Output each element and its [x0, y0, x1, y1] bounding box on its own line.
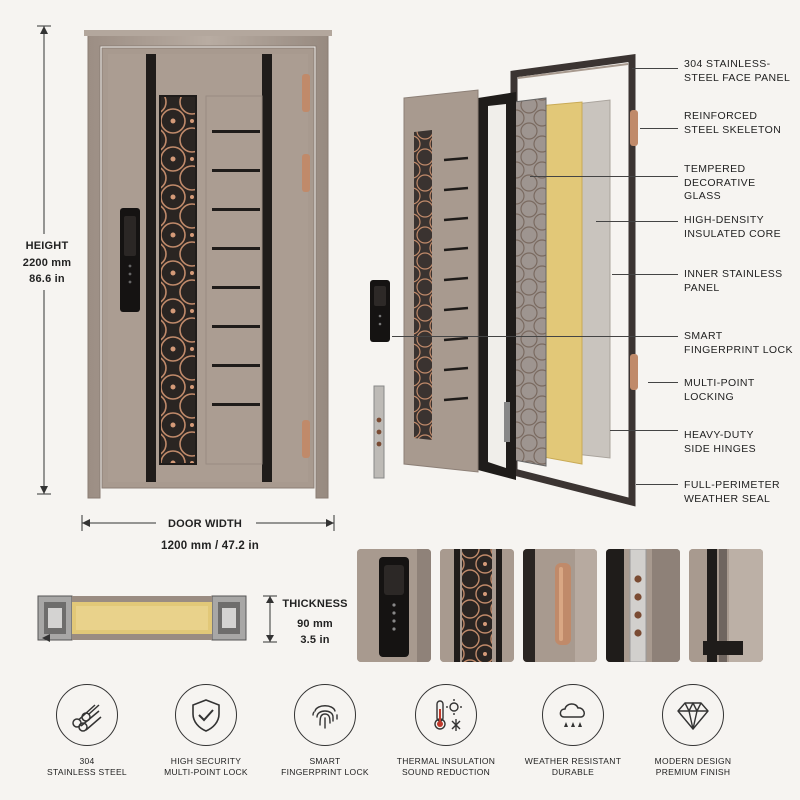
- feature-label: HIGH SECURITY: [170, 756, 242, 766]
- callout-face-panel: 304 STAINLESS- STEEL FACE PANEL: [684, 58, 794, 85]
- callout-line-seal: [636, 484, 678, 485]
- thickness-dimension-line: [263, 595, 277, 643]
- diamond-icon: [677, 702, 709, 730]
- callout-text: LOCKING: [684, 390, 735, 403]
- detail-multipoint-illustration: [606, 549, 680, 662]
- callout-line-lock: [392, 336, 678, 337]
- height-dimension-text: HEIGHT 2200 mm 86.6 in: [10, 238, 84, 288]
- callout-text: FINGERPRINT LOCK: [684, 343, 793, 356]
- feature-circle: [415, 684, 477, 746]
- feature-label: 304: [79, 756, 95, 766]
- callout-line-skeleton: [640, 128, 678, 129]
- feature-circle: [294, 684, 356, 746]
- callout-text: SIDE HINGES: [684, 442, 757, 455]
- detail-glass-illustration: [440, 549, 514, 662]
- detail-seal-illustration: [689, 549, 763, 662]
- feature-label: FINGERPRINT LOCK: [281, 767, 369, 778]
- callout-line-hinges: [610, 430, 678, 431]
- callout-text: WEATHER SEAL: [684, 492, 771, 505]
- callout-line-multipoint: [648, 382, 678, 383]
- height-label: HEIGHT: [25, 240, 69, 252]
- callout-text: INNER STAINLESS: [684, 268, 783, 280]
- callout-text: STEEL FACE PANEL: [684, 71, 791, 84]
- detail-decorative-glass: [440, 549, 514, 662]
- detail-hinge: [523, 549, 597, 662]
- callout-text: STEEL SKELETON: [684, 123, 782, 136]
- thickness-in: 3.5 in: [300, 634, 330, 646]
- width-label-backdrop: [156, 515, 256, 531]
- callout-skeleton: REINFORCED STEEL SKELETON: [684, 110, 794, 137]
- detail-hinge-illustration: [523, 549, 597, 662]
- callout-seal: FULL-PERIMETER WEATHER SEAL: [684, 479, 794, 506]
- rain-cloud-icon: [559, 703, 586, 727]
- callout-line-glass: [530, 176, 678, 177]
- detail-weather-seal: [689, 549, 763, 662]
- callout-text: SMART: [684, 330, 723, 342]
- callout-line-core: [596, 221, 678, 222]
- detail-multipoint-lock: [606, 549, 680, 662]
- feature-label: DURABLE: [551, 767, 595, 778]
- steel-pipes-icon: [72, 704, 102, 732]
- callout-inner-panel: INNER STAINLESS PANEL: [684, 268, 794, 295]
- callout-text: DECORATIVE GLASS: [684, 176, 756, 203]
- callout-lock: SMART FINGERPRINT LOCK: [684, 330, 794, 357]
- height-in: 86.6 in: [29, 273, 65, 285]
- feature-label: SOUND REDUCTION: [401, 767, 491, 778]
- detail-lock-illustration: [357, 549, 431, 662]
- callout-hinges: HEAVY-DUTY SIDE HINGES: [684, 429, 794, 456]
- callout-text: MULTI-POINT: [684, 377, 755, 389]
- callout-text: HIGH-DENSITY: [684, 214, 765, 226]
- callout-text: 304 STAINLESS-: [684, 58, 771, 70]
- feature-circle: [175, 684, 237, 746]
- height-label-backdrop: [10, 234, 84, 290]
- thermometer-icon: [434, 699, 462, 731]
- thickness-label: THICKNESS: [282, 598, 348, 610]
- callout-glass: TEMPERED DECORATIVE GLASS: [684, 163, 794, 204]
- thickness-mm: 90 mm: [297, 617, 333, 630]
- thickness-dimension-text: THICKNESS 90 mm 3.5 in: [282, 596, 348, 649]
- callout-text: FULL-PERIMETER: [684, 479, 781, 491]
- callout-multipoint: MULTI-POINT LOCKING: [684, 377, 794, 404]
- fingerprint-icon: [312, 705, 338, 729]
- feature-label: SMART: [309, 756, 341, 766]
- feature-label: THERMAL INSULATION: [396, 756, 496, 766]
- callout-line-face-panel: [632, 68, 678, 69]
- feature-circle: [662, 684, 724, 746]
- shield-check-icon: [192, 699, 220, 732]
- feature-label: PREMIUM FINISH: [655, 767, 731, 778]
- callout-core: HIGH-DENSITY INSULATED CORE: [684, 214, 794, 241]
- detail-fingerprint-lock: [357, 549, 431, 662]
- feature-label: STAINLESS STEEL: [47, 767, 127, 778]
- height-mm: 2200 mm: [22, 256, 72, 269]
- callout-line-inner-panel: [612, 274, 678, 275]
- callout-text: HEAVY-DUTY: [684, 429, 754, 441]
- feature-circle: [56, 684, 118, 746]
- feature-circle: [542, 684, 604, 746]
- callout-text: REINFORCED: [684, 110, 758, 122]
- front-door-illustration: [84, 30, 332, 499]
- width-value: 1200 mm / 47.2 in: [160, 540, 259, 552]
- feature-label: MULTI-POINT LOCK: [164, 767, 248, 778]
- width-label: DOOR WIDTH: [167, 518, 243, 530]
- callout-text: TEMPERED: [684, 163, 746, 175]
- callout-text: INSULATED CORE: [684, 227, 782, 240]
- exploded-door-illustration: [370, 53, 638, 507]
- callout-text: PANEL: [684, 281, 720, 294]
- cross-section-illustration: [37, 595, 247, 642]
- feature-label: WEATHER RESISTANT: [524, 756, 622, 766]
- feature-label: MODERN DESIGN: [654, 756, 732, 766]
